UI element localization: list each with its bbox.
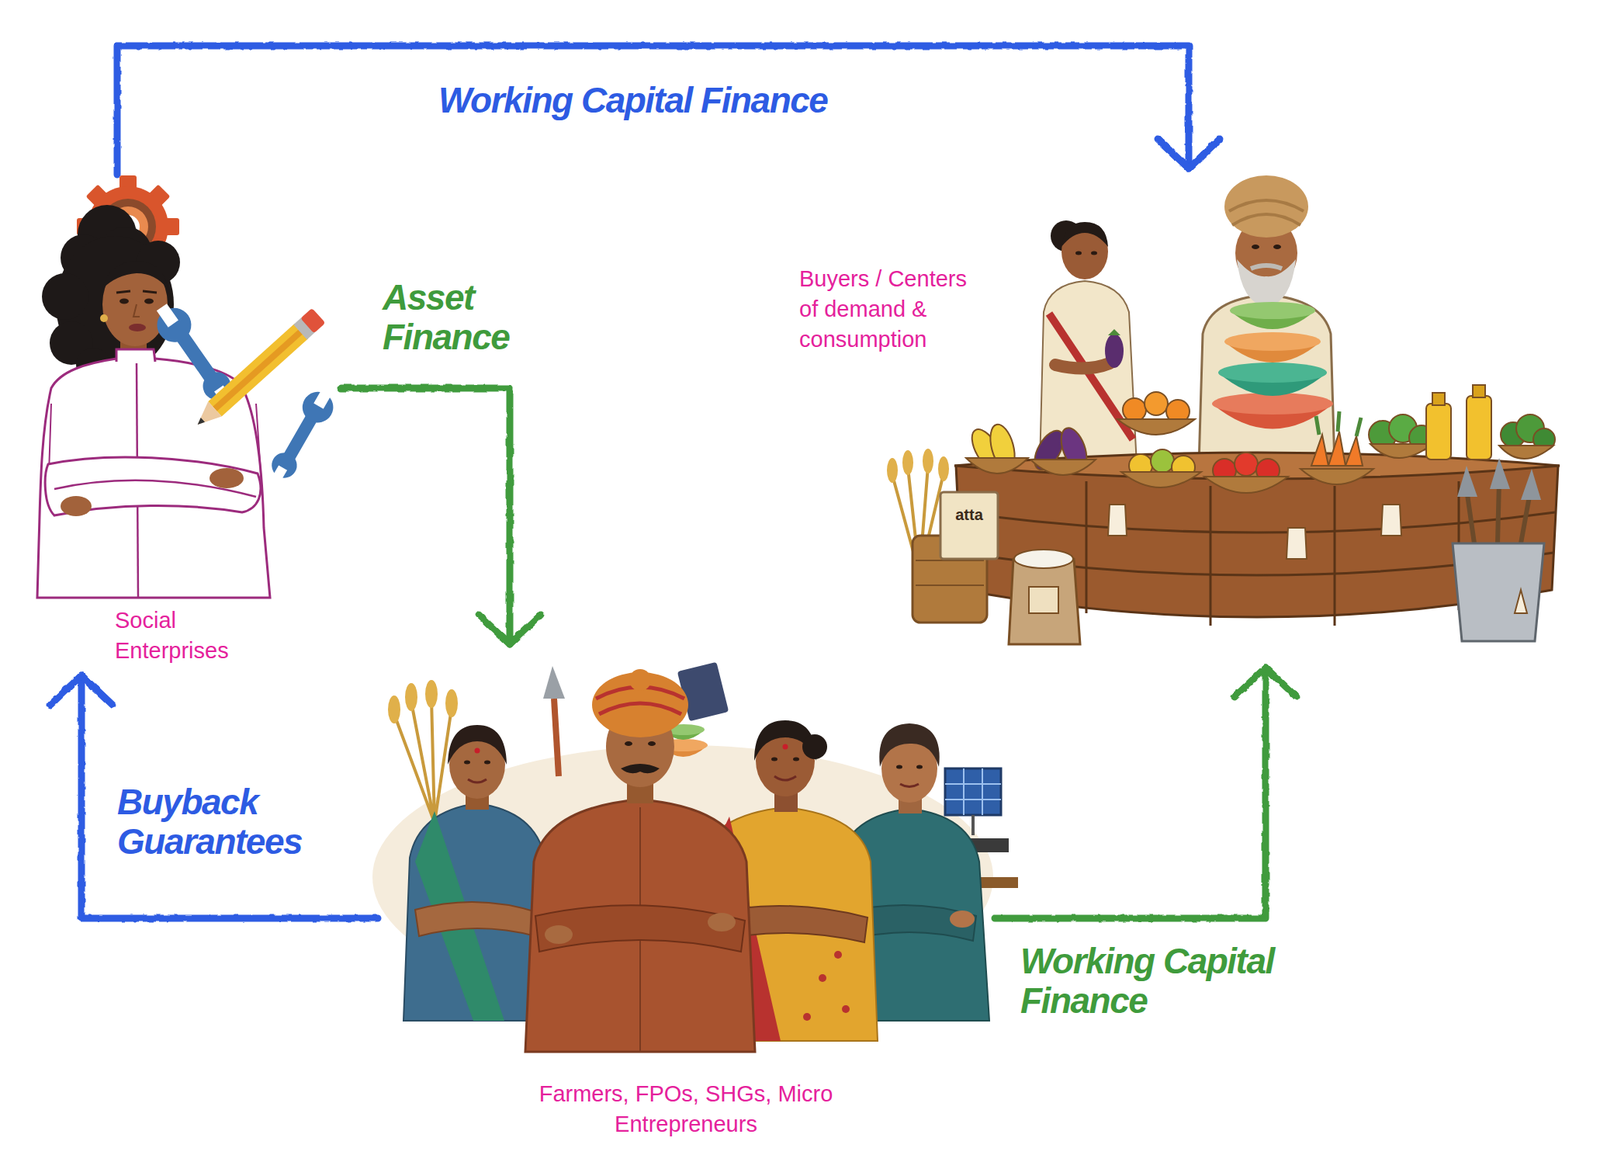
illustration-node: Social Enterprises [31,174,342,676]
bag-label: atta [941,505,997,523]
edge-label: Buyback Guarantees [117,782,350,861]
flow-arrow [50,675,378,918]
edge-label: Working Capital Finance [1020,941,1339,1020]
market-stall-figure [886,175,1560,645]
farmers-group-figure [372,661,1019,1052]
flow-arrow [117,45,1220,175]
flow-line [341,387,510,645]
arrow-head [1157,138,1220,169]
edge-label: Working Capital Finance [438,80,828,121]
illustration-node: Buyers / Centers of demand & consumption [799,168,1568,668]
flow-arrow [994,667,1297,918]
flow-line [994,667,1266,918]
arrow-head [478,614,541,645]
edge-label: Asset Finance [382,277,550,357]
arrow-head [1234,667,1297,697]
social-enterprise-figure [37,175,341,598]
flow-line [117,45,1189,175]
node-label: Buyers / Centers of demand & consumption [799,263,986,355]
node-label: Social Enterprises [114,605,255,666]
arrow-head [50,675,113,705]
node-label: Farmers, FPOs, SHGs, Micro Entrepreneurs [515,1078,857,1140]
flow-arrow [341,387,541,645]
flow-line [81,675,378,918]
illustration-node: Farmers, FPOs, SHGs, Micro Entrepreneurs [377,644,995,1149]
